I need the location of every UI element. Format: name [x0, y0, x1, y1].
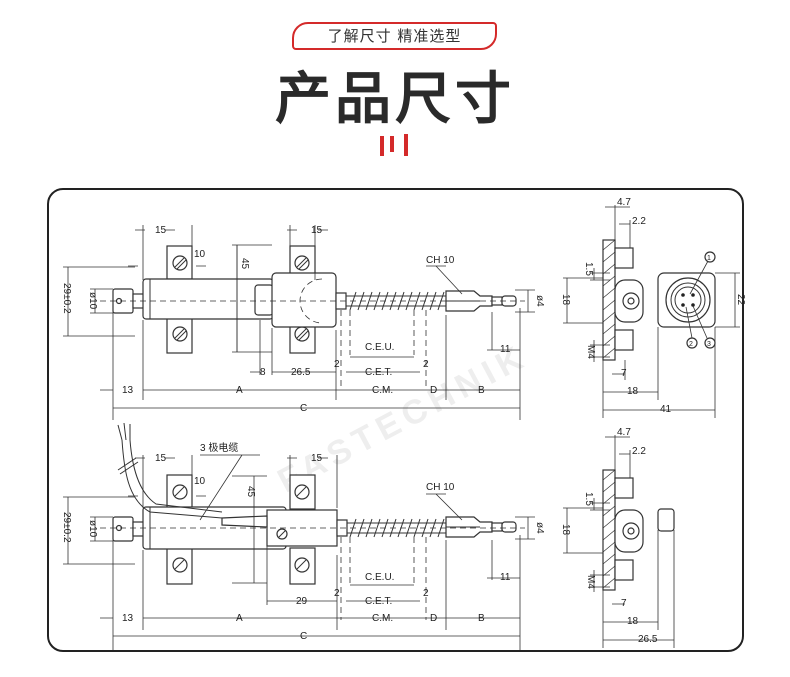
dim-label: CH 10: [426, 482, 455, 493]
dim-label: 10: [194, 476, 206, 487]
dim-label: 18: [627, 616, 639, 627]
dim-label: ø4: [534, 295, 545, 307]
dim-label: CH 10: [426, 255, 455, 266]
mounting-bracket: [289, 547, 316, 585]
page-title: 产品尺寸: [275, 67, 515, 132]
dim-label: 7: [621, 598, 627, 609]
dim-label: D: [430, 385, 437, 396]
pin-label: 2: [689, 341, 693, 348]
dim-label: 45: [239, 258, 250, 270]
dim-label: C.M.: [372, 385, 393, 396]
dim-label: ø10: [87, 292, 98, 310]
dim-label: 18: [560, 294, 571, 306]
dim-label: 1.5: [583, 492, 594, 506]
dim-label: 15: [311, 225, 323, 236]
screw-icon: [172, 255, 188, 271]
dim-label: 2: [423, 588, 429, 599]
screw-icon: [276, 528, 288, 540]
dim-label: 13: [122, 613, 134, 624]
title-accent-mark: [380, 136, 384, 156]
cable: [121, 439, 223, 519]
pin-label: 3: [707, 341, 711, 348]
dim-label: C.E.U.: [365, 342, 394, 353]
sensor-side-view-2: 3 极电缆 15 10 15 45 29±0.2 ø10 CH 10 ø4 C.…: [61, 422, 545, 650]
dim-label: D: [430, 613, 437, 624]
dim-label: 10: [194, 249, 206, 260]
title-accent-mark: [404, 134, 408, 156]
dim-label: 26.5: [291, 367, 311, 378]
screw-icon: [172, 557, 188, 573]
dim-label: 26.5: [638, 634, 658, 645]
dim-label: ø4: [534, 522, 545, 534]
dim-label: C: [300, 403, 307, 414]
dim-label: 4.7: [617, 427, 631, 438]
dim-label: 29±0.2: [61, 512, 72, 543]
dim-label: 8: [260, 367, 266, 378]
pin-label: 1: [707, 255, 711, 262]
dim-label: B: [478, 613, 485, 624]
dim-label: 18: [560, 524, 571, 536]
sensor-end-view-2: 4.7 2.2 1.5 18 M4 7 18 26.5: [560, 427, 675, 648]
sensor-end-view-1: 1 2 3 4.7 2.2 1.5 18 22 M4 7 18 41: [560, 197, 746, 418]
title-accent-mark: [390, 136, 394, 152]
dim-label: 41: [660, 404, 672, 415]
dim-label: C.E.U.: [365, 572, 394, 583]
dim-label: 29±0.2: [61, 283, 72, 314]
dim-label: 1.5: [583, 262, 594, 276]
dim-label: 2: [334, 359, 340, 370]
dim-label: 11: [500, 572, 511, 583]
dim-label: 18: [627, 386, 639, 397]
dim-label: 13: [122, 385, 134, 396]
dim-label: A: [236, 613, 243, 624]
section-tagline: 了解尺寸 精准选型: [292, 22, 497, 50]
screw-icon: [294, 255, 310, 271]
dim-label: 4.7: [617, 197, 631, 208]
cable-label: 3 极电缆: [200, 441, 238, 454]
dim-label: 2: [423, 359, 429, 370]
dim-label: C.M.: [372, 613, 393, 624]
dim-label: 29: [296, 596, 308, 607]
screw-icon: [172, 484, 188, 500]
screw-icon: [294, 484, 310, 500]
dim-label: ø10: [87, 520, 98, 538]
dim-label: M4: [585, 575, 596, 589]
drawing-frame: [47, 188, 744, 652]
dim-label: C: [300, 631, 307, 642]
sensor-side-view-1: 15 10 15 45 29±0.2 ø10 CH 10 ø4 C.E.U. C…: [61, 225, 545, 420]
dim-label: M4: [585, 345, 596, 359]
dim-label: 15: [155, 225, 167, 236]
dim-label: 15: [311, 453, 323, 464]
dim-label: 2.2: [632, 446, 646, 457]
dim-label: C.E.T.: [365, 596, 392, 607]
dim-label: A: [236, 385, 243, 396]
dim-label: 7: [621, 368, 627, 379]
dim-label: 2.2: [632, 216, 646, 227]
dim-label: B: [478, 385, 485, 396]
dim-label: 11: [500, 344, 511, 355]
dim-label: C.E.T.: [365, 367, 392, 378]
dim-label: 2: [334, 588, 340, 599]
dim-label: 15: [155, 453, 167, 464]
screw-icon: [172, 326, 188, 342]
dim-label: 45: [245, 486, 256, 498]
screw-icon: [294, 326, 310, 342]
screw-icon: [294, 557, 310, 573]
dim-label: 22: [735, 294, 746, 306]
